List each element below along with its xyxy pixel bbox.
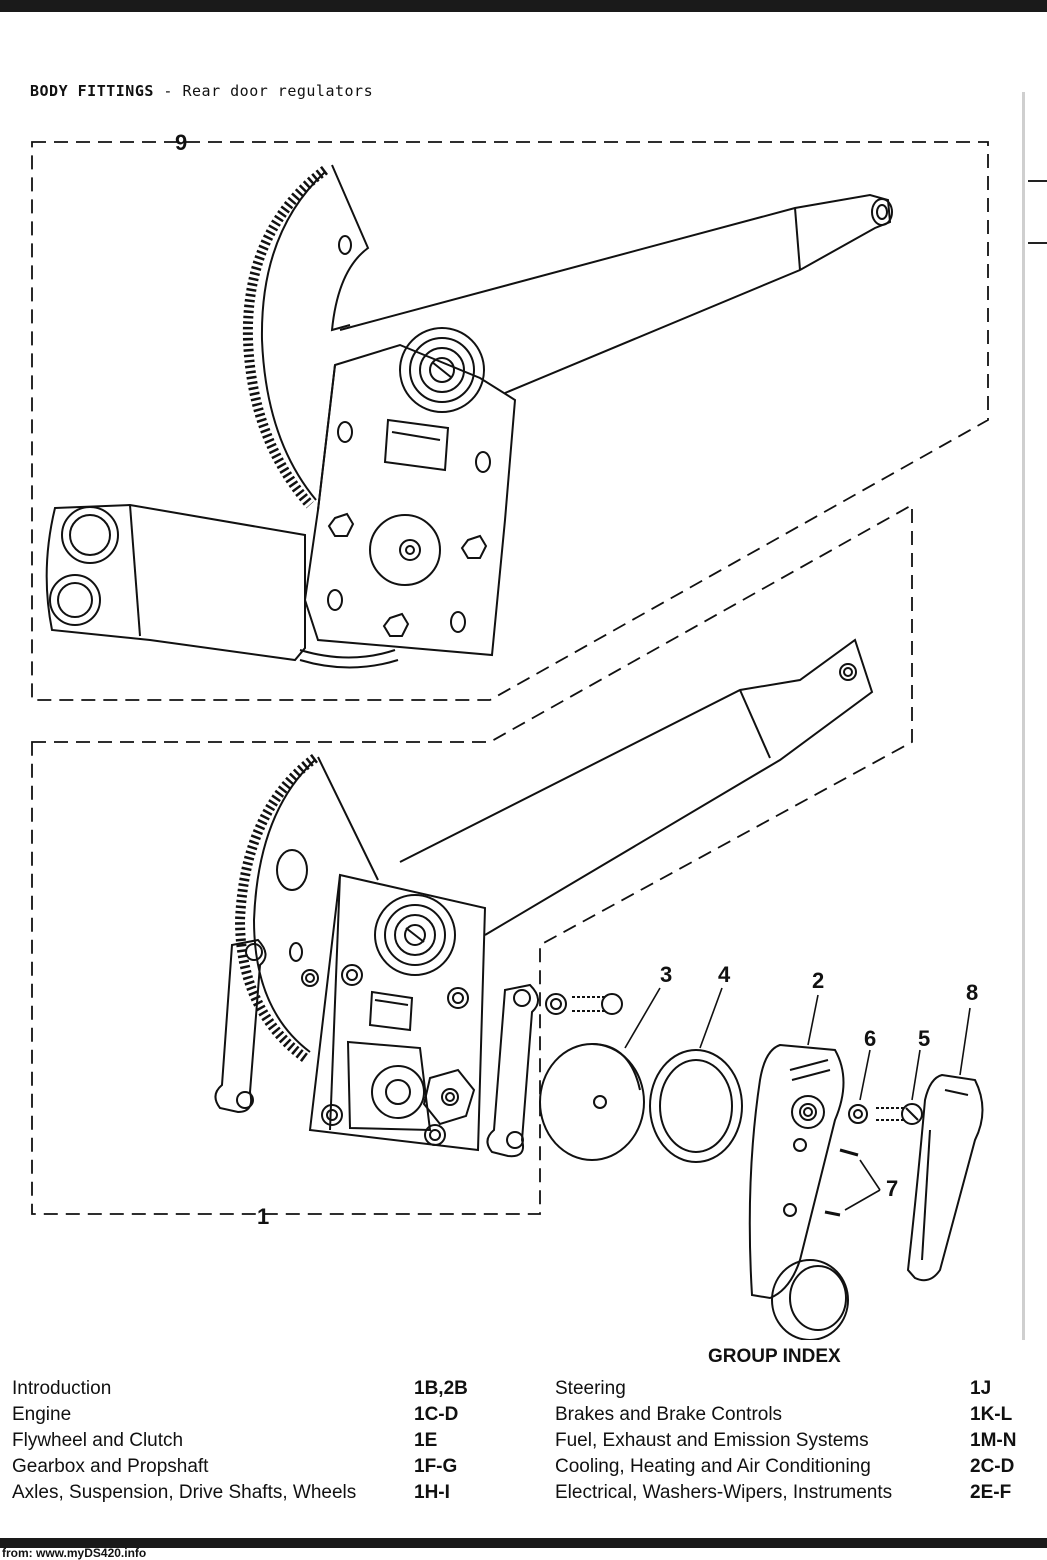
index-row[interactable]: Cooling, Heating and Air Conditioning 2C… <box>555 1454 1045 1480</box>
callout-8: 8 <box>966 980 978 1005</box>
electric-regulator <box>45 164 893 669</box>
index-label: Engine <box>12 1404 72 1425</box>
callout-6: 6 <box>864 1026 876 1051</box>
side-rule <box>1022 92 1025 1340</box>
exploded-parts-diagram: 9 1 2 3 4 5 6 7 8 <box>31 130 989 1340</box>
callout-3: 3 <box>660 962 672 987</box>
index-label: Electrical, Washers-Wipers, Instruments <box>555 1482 893 1503</box>
index-row[interactable]: Axles, Suspension, Drive Shafts, Wheels … <box>12 1480 492 1506</box>
index-label: Flywheel and Clutch <box>12 1430 184 1451</box>
side-tab-mark <box>1028 180 1047 182</box>
index-code: 2C-D <box>970 1456 1015 1477</box>
callout-leaders <box>624 987 971 1211</box>
index-label: Steering <box>555 1378 626 1399</box>
index-row[interactable]: Steering 1J <box>555 1376 1045 1402</box>
index-code: 1F-G <box>414 1456 458 1477</box>
bottom-border <box>0 1538 1047 1548</box>
assembly-9-boundary <box>31 141 989 701</box>
page-title-section: BODY FITTINGS <box>30 82 154 100</box>
index-row[interactable]: Fuel, Exhaust and Emission Systems 1M-N <box>555 1428 1045 1454</box>
callout-7: 7 <box>886 1176 898 1201</box>
winder-handle-parts <box>539 993 984 1340</box>
callout-1: 1 <box>257 1204 269 1229</box>
index-code: 2E-F <box>970 1482 1012 1503</box>
callout-5: 5 <box>918 1026 930 1051</box>
page-title: BODY FITTINGS - Rear door regulators <box>30 82 373 100</box>
index-label: Introduction <box>12 1378 112 1399</box>
side-tab-mark <box>1028 242 1047 244</box>
index-label: Fuel, Exhaust and Emission Systems <box>555 1430 869 1451</box>
group-index-right-column: Steering 1J Brakes and Brake Controls 1K… <box>555 1376 1045 1506</box>
source-watermark: from: www.myDS420.info <box>2 1546 147 1560</box>
assembly-1-boundary <box>31 503 913 1215</box>
index-code: 1J <box>970 1378 992 1399</box>
index-row[interactable]: Engine 1C-D <box>12 1402 492 1428</box>
page-title-subject: - Rear door regulators <box>153 82 374 100</box>
callout-4: 4 <box>718 962 731 987</box>
group-index-left-column: Introduction 1B,2B Engine 1C-D Flywheel … <box>12 1376 492 1506</box>
callout-2: 2 <box>812 968 824 993</box>
index-code: 1H-I <box>414 1482 450 1503</box>
index-code: 1B,2B <box>414 1378 468 1399</box>
index-code: 1K-L <box>970 1404 1013 1425</box>
index-row[interactable]: Flywheel and Clutch 1E <box>12 1428 492 1454</box>
index-code: 1M-N <box>970 1430 1017 1451</box>
index-label: Gearbox and Propshaft <box>12 1456 209 1477</box>
manual-regulator <box>214 638 874 1158</box>
index-code: 1E <box>414 1430 438 1451</box>
index-code: 1C-D <box>414 1404 459 1425</box>
index-label: Brakes and Brake Controls <box>555 1404 783 1425</box>
group-index-title: GROUP INDEX <box>708 1346 841 1367</box>
index-row[interactable]: Introduction 1B,2B <box>12 1376 492 1402</box>
index-label: Cooling, Heating and Air Conditioning <box>555 1456 871 1477</box>
index-label: Axles, Suspension, Drive Shafts, Wheels <box>12 1482 357 1503</box>
callout-9: 9 <box>175 130 187 155</box>
index-row[interactable]: Brakes and Brake Controls 1K-L <box>555 1402 1045 1428</box>
index-row[interactable]: Electrical, Washers-Wipers, Instruments … <box>555 1480 1045 1506</box>
top-border <box>0 0 1047 12</box>
index-row[interactable]: Gearbox and Propshaft 1F-G <box>12 1454 492 1480</box>
